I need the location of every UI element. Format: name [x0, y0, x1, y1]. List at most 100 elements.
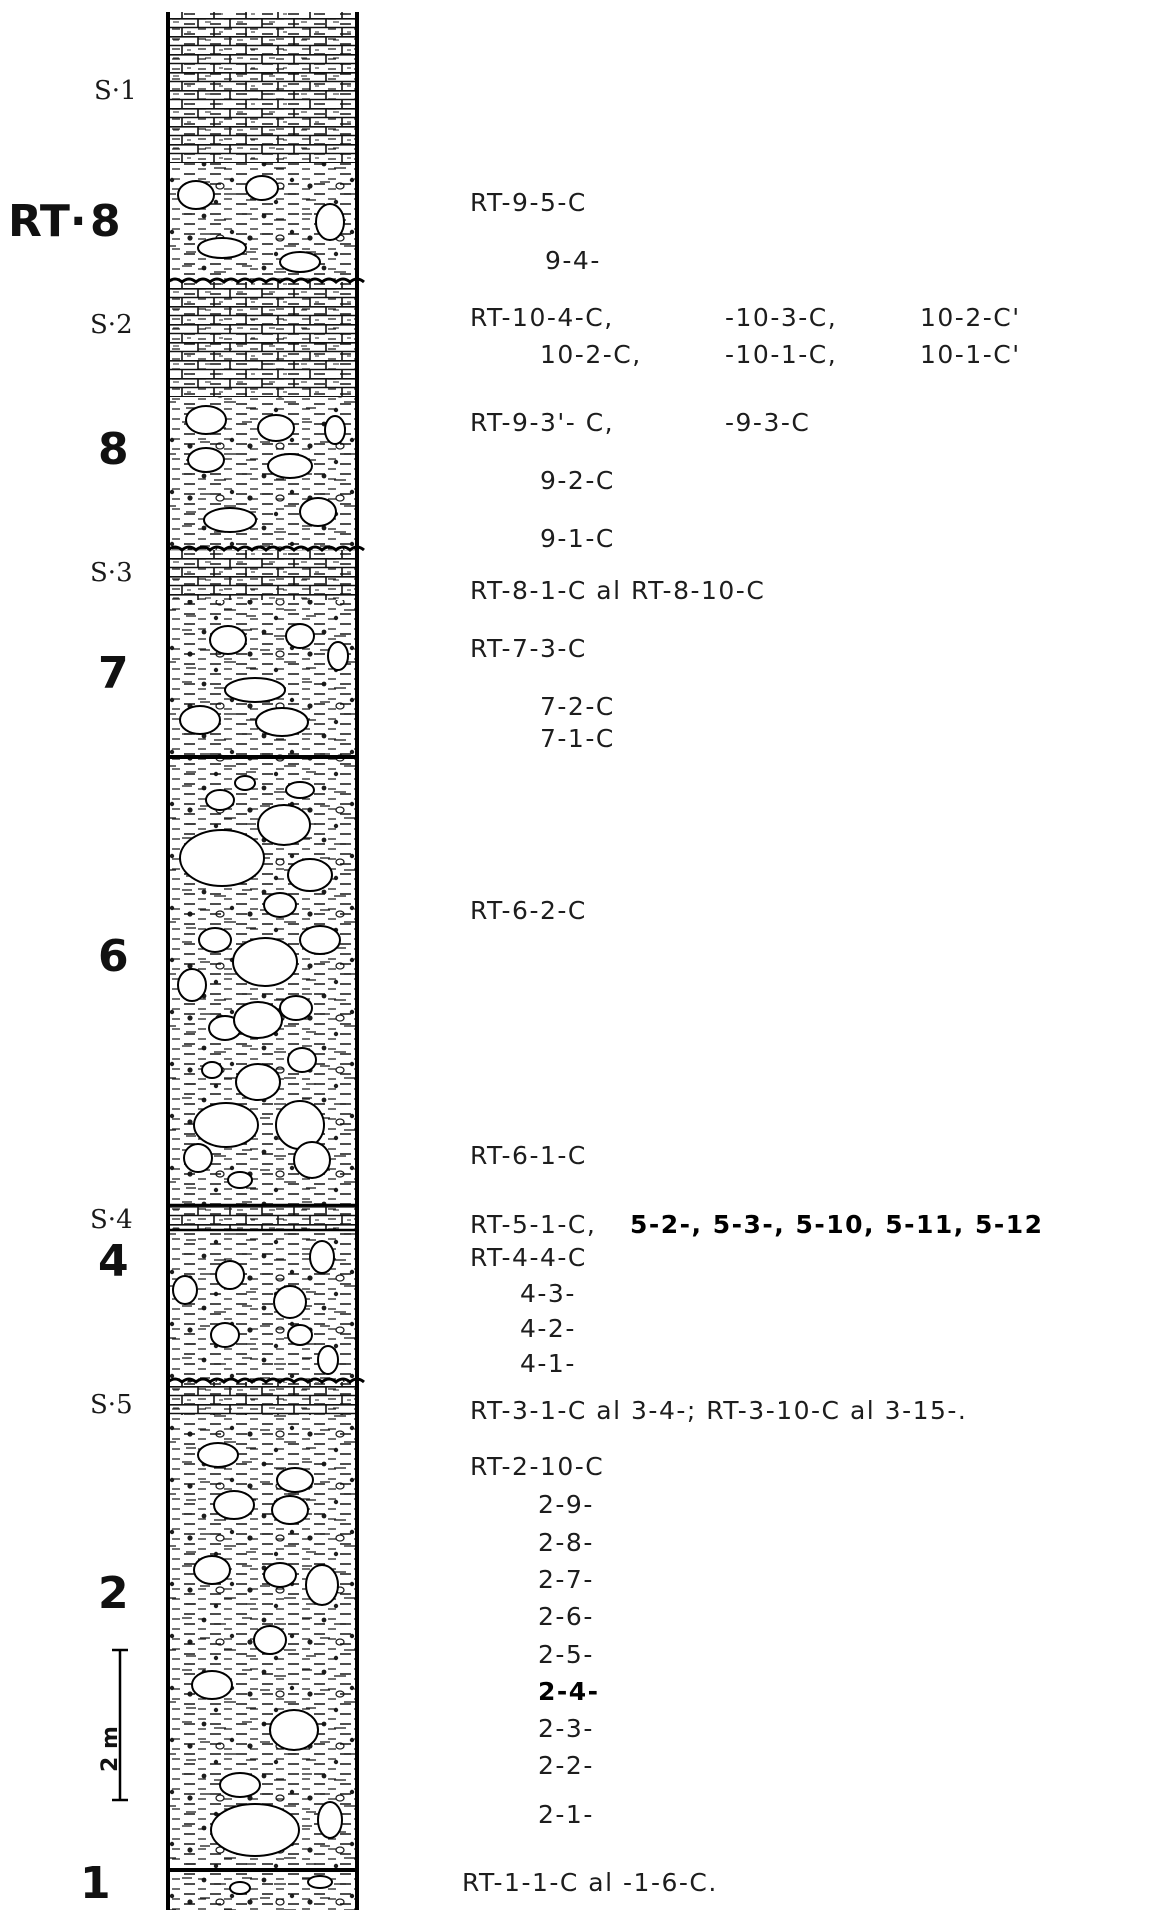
sample-label: 5-2-, 5-3-, 5-10, 5-11, 5-12	[630, 1210, 1044, 1239]
clast	[210, 1803, 300, 1857]
clast	[191, 1670, 233, 1700]
unit-label-4: 4	[98, 1236, 129, 1287]
sample-label: RT-3-1-C al 3-4-; RT-3-10-C al 3-15-.	[470, 1396, 968, 1425]
clast	[179, 829, 265, 887]
clast	[276, 1467, 314, 1493]
clast	[193, 1102, 259, 1148]
clast	[187, 447, 225, 473]
clast	[245, 175, 279, 201]
clast	[285, 781, 315, 799]
sample-label: RT-4-4-C	[470, 1243, 587, 1272]
unit-label-1: 1	[80, 1858, 111, 1909]
surface-label-s4: S·4	[90, 1205, 133, 1235]
sample-label: 2-8-	[538, 1528, 594, 1557]
clast	[317, 1801, 343, 1839]
clast	[324, 415, 346, 445]
sample-label: 7-2-C	[540, 692, 615, 721]
unit-label-7: 7	[98, 648, 129, 699]
limestone-layer-s1	[168, 12, 357, 163]
sample-label: 10-1-C'	[920, 340, 1021, 369]
sample-label: -9-3-C	[725, 408, 811, 437]
sample-label: RT-9-5-C	[470, 188, 587, 217]
clast	[235, 1063, 281, 1101]
clast	[279, 995, 313, 1021]
clast	[287, 1047, 317, 1073]
clast	[287, 858, 333, 892]
clast	[198, 927, 232, 953]
unit-label-8-top: 8	[90, 196, 121, 247]
sample-label: RT-2-10-C	[470, 1452, 605, 1481]
sample-label: 2-7-	[538, 1565, 594, 1594]
sample-label: RT-6-2-C	[470, 896, 587, 925]
clast	[234, 775, 256, 791]
conglomerate-layer-1	[168, 1870, 357, 1910]
clast	[219, 1772, 261, 1798]
scale-bar	[112, 1648, 128, 1802]
clast	[213, 1490, 255, 1520]
sample-label: -10-1-C,	[725, 340, 838, 369]
surface-label-s1: S·1	[94, 76, 137, 106]
clast	[253, 1625, 287, 1655]
clast	[309, 1240, 335, 1274]
clast	[257, 414, 295, 442]
clast	[299, 497, 337, 527]
section-title: RT·	[8, 196, 87, 247]
clast	[285, 623, 315, 649]
clast	[263, 1562, 297, 1588]
clast	[205, 789, 235, 811]
clast	[263, 892, 297, 918]
clast	[177, 968, 207, 1002]
clast	[177, 180, 215, 210]
clast	[307, 1875, 333, 1889]
clast	[299, 925, 341, 955]
sample-label: 4-2-	[520, 1314, 576, 1343]
sample-label: 7-1-C	[540, 724, 615, 753]
erosion-surface-s2	[167, 277, 365, 284]
clast	[317, 1345, 339, 1375]
unit-label-6: 6	[98, 931, 129, 982]
sample-label: 4-1-	[520, 1349, 576, 1378]
clast	[227, 1171, 253, 1189]
limestone-layer-s2	[168, 282, 357, 397]
clast	[293, 1141, 331, 1179]
clast	[271, 1495, 309, 1525]
surface-label-s3: S·3	[90, 558, 133, 588]
clast	[233, 1001, 283, 1039]
clast	[210, 1322, 240, 1348]
sample-label: 4-3-	[520, 1279, 576, 1308]
clast	[215, 1260, 245, 1290]
sample-label: 10-2-C,	[540, 340, 642, 369]
clast	[279, 251, 321, 273]
clast	[209, 625, 247, 655]
surface-label-s2: S·2	[90, 310, 133, 340]
clast	[197, 237, 247, 259]
clast	[183, 1143, 213, 1173]
sample-label: 9-4-	[545, 246, 601, 275]
clast	[269, 1709, 319, 1751]
clast	[305, 1564, 339, 1606]
clast	[287, 1324, 313, 1346]
clast	[185, 405, 227, 435]
clast	[257, 804, 311, 846]
limestone-layer-s4	[168, 1205, 357, 1230]
sample-label: RT-9-3'- C,	[470, 408, 615, 437]
surface-label-s5: S·5	[90, 1390, 133, 1420]
clast	[193, 1555, 231, 1585]
sample-label: -10-3-C,	[725, 303, 838, 332]
clast	[197, 1442, 239, 1468]
sample-label: 2-3-	[538, 1714, 594, 1743]
clast	[232, 937, 298, 987]
sample-label: 2-1-	[538, 1800, 594, 1829]
limestone-layer-s5	[168, 1382, 357, 1415]
clast	[273, 1285, 307, 1319]
sample-label: RT-6-1-C	[470, 1141, 587, 1170]
sample-label: RT-8-1-C al RT-8-10-C	[470, 576, 766, 605]
column-clasts	[172, 175, 349, 1895]
limestone-layer-s3	[168, 550, 357, 600]
clast	[179, 705, 221, 735]
sample-label: RT-1-1-C al -1-6-C.	[462, 1868, 718, 1897]
unit-label-8: 8	[98, 424, 129, 475]
sample-label: 2-5-	[538, 1640, 594, 1669]
sample-label: 2-6-	[538, 1602, 594, 1631]
